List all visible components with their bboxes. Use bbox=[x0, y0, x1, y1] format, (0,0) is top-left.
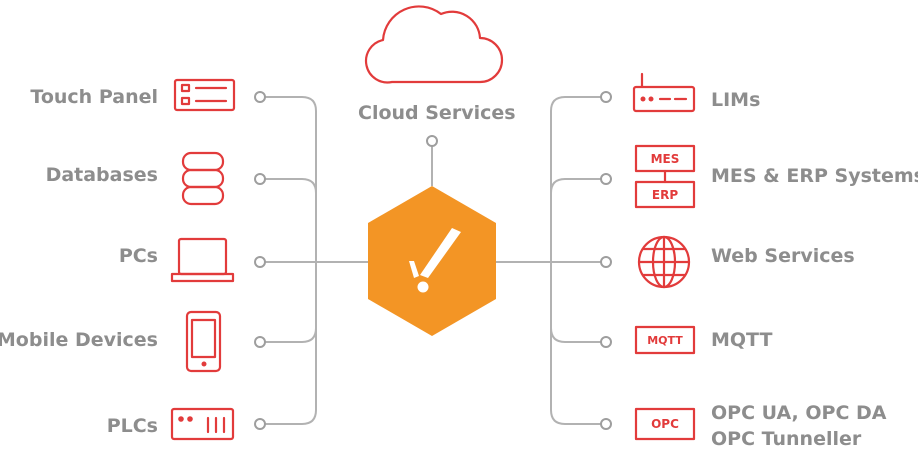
plcs-label: PLCs bbox=[106, 415, 158, 437]
database-icon bbox=[181, 151, 225, 206]
opc-icon-text: OPC bbox=[651, 417, 679, 431]
cloud-icon bbox=[364, 5, 504, 84]
endpoint-dot bbox=[426, 135, 438, 147]
router-icon bbox=[632, 72, 696, 113]
hub bbox=[368, 186, 496, 336]
endpoint-dot bbox=[600, 256, 612, 268]
mqtt-label: MQTT bbox=[711, 329, 773, 351]
connector-lims bbox=[550, 96, 606, 262]
mqtt-icon: MQTT bbox=[634, 325, 696, 355]
globe-icon bbox=[637, 235, 691, 289]
endpoint-dot bbox=[254, 256, 266, 268]
endpoint-dot bbox=[600, 418, 612, 430]
laptop-icon bbox=[170, 237, 235, 283]
touch-panel-label: Touch Panel bbox=[30, 86, 158, 108]
pcs-label: PCs bbox=[118, 245, 158, 267]
mes-erp-icon: MES ERP bbox=[634, 144, 696, 209]
endpoint-dots bbox=[254, 91, 612, 430]
endpoint-dot bbox=[600, 91, 612, 103]
web-services-label: Web Services bbox=[711, 245, 855, 267]
endpoint-dot bbox=[600, 336, 612, 348]
endpoint-dot bbox=[254, 173, 266, 185]
cloud-services-label: Cloud Services bbox=[358, 102, 516, 124]
mobile-phone-icon bbox=[185, 310, 222, 373]
mobile-devices-label: Mobile Devices bbox=[0, 329, 158, 351]
flash-logo-icon bbox=[409, 228, 461, 293]
opc-icon: OPC bbox=[634, 407, 696, 441]
touch-panel-icon bbox=[173, 78, 236, 112]
endpoint-dot bbox=[254, 418, 266, 430]
mes-erp-label: MES & ERP Systems bbox=[711, 165, 918, 187]
mqtt-icon-text: MQTT bbox=[647, 334, 683, 347]
connector-databases bbox=[260, 178, 317, 262]
connector-lines bbox=[260, 96, 606, 425]
plc-icon bbox=[170, 407, 235, 441]
opc-label-line2: OPC Tunneller bbox=[711, 428, 862, 450]
connector-plcs bbox=[260, 262, 317, 425]
connector-touch-panel bbox=[260, 96, 317, 262]
connector-mqtt bbox=[550, 262, 606, 343]
mes-icon-text: MES bbox=[651, 152, 680, 166]
connector-mobile-devices bbox=[260, 262, 317, 343]
endpoint-dot bbox=[254, 336, 266, 348]
connector-mes-erp bbox=[550, 178, 606, 262]
erp-icon-text: ERP bbox=[652, 188, 678, 202]
endpoint-dot bbox=[254, 91, 266, 103]
connector-opc bbox=[550, 262, 606, 425]
opc-label-line1: OPC UA, OPC DA bbox=[711, 402, 887, 424]
databases-label: Databases bbox=[45, 164, 158, 186]
endpoint-dot bbox=[600, 173, 612, 185]
lims-label: LIMs bbox=[711, 89, 761, 111]
